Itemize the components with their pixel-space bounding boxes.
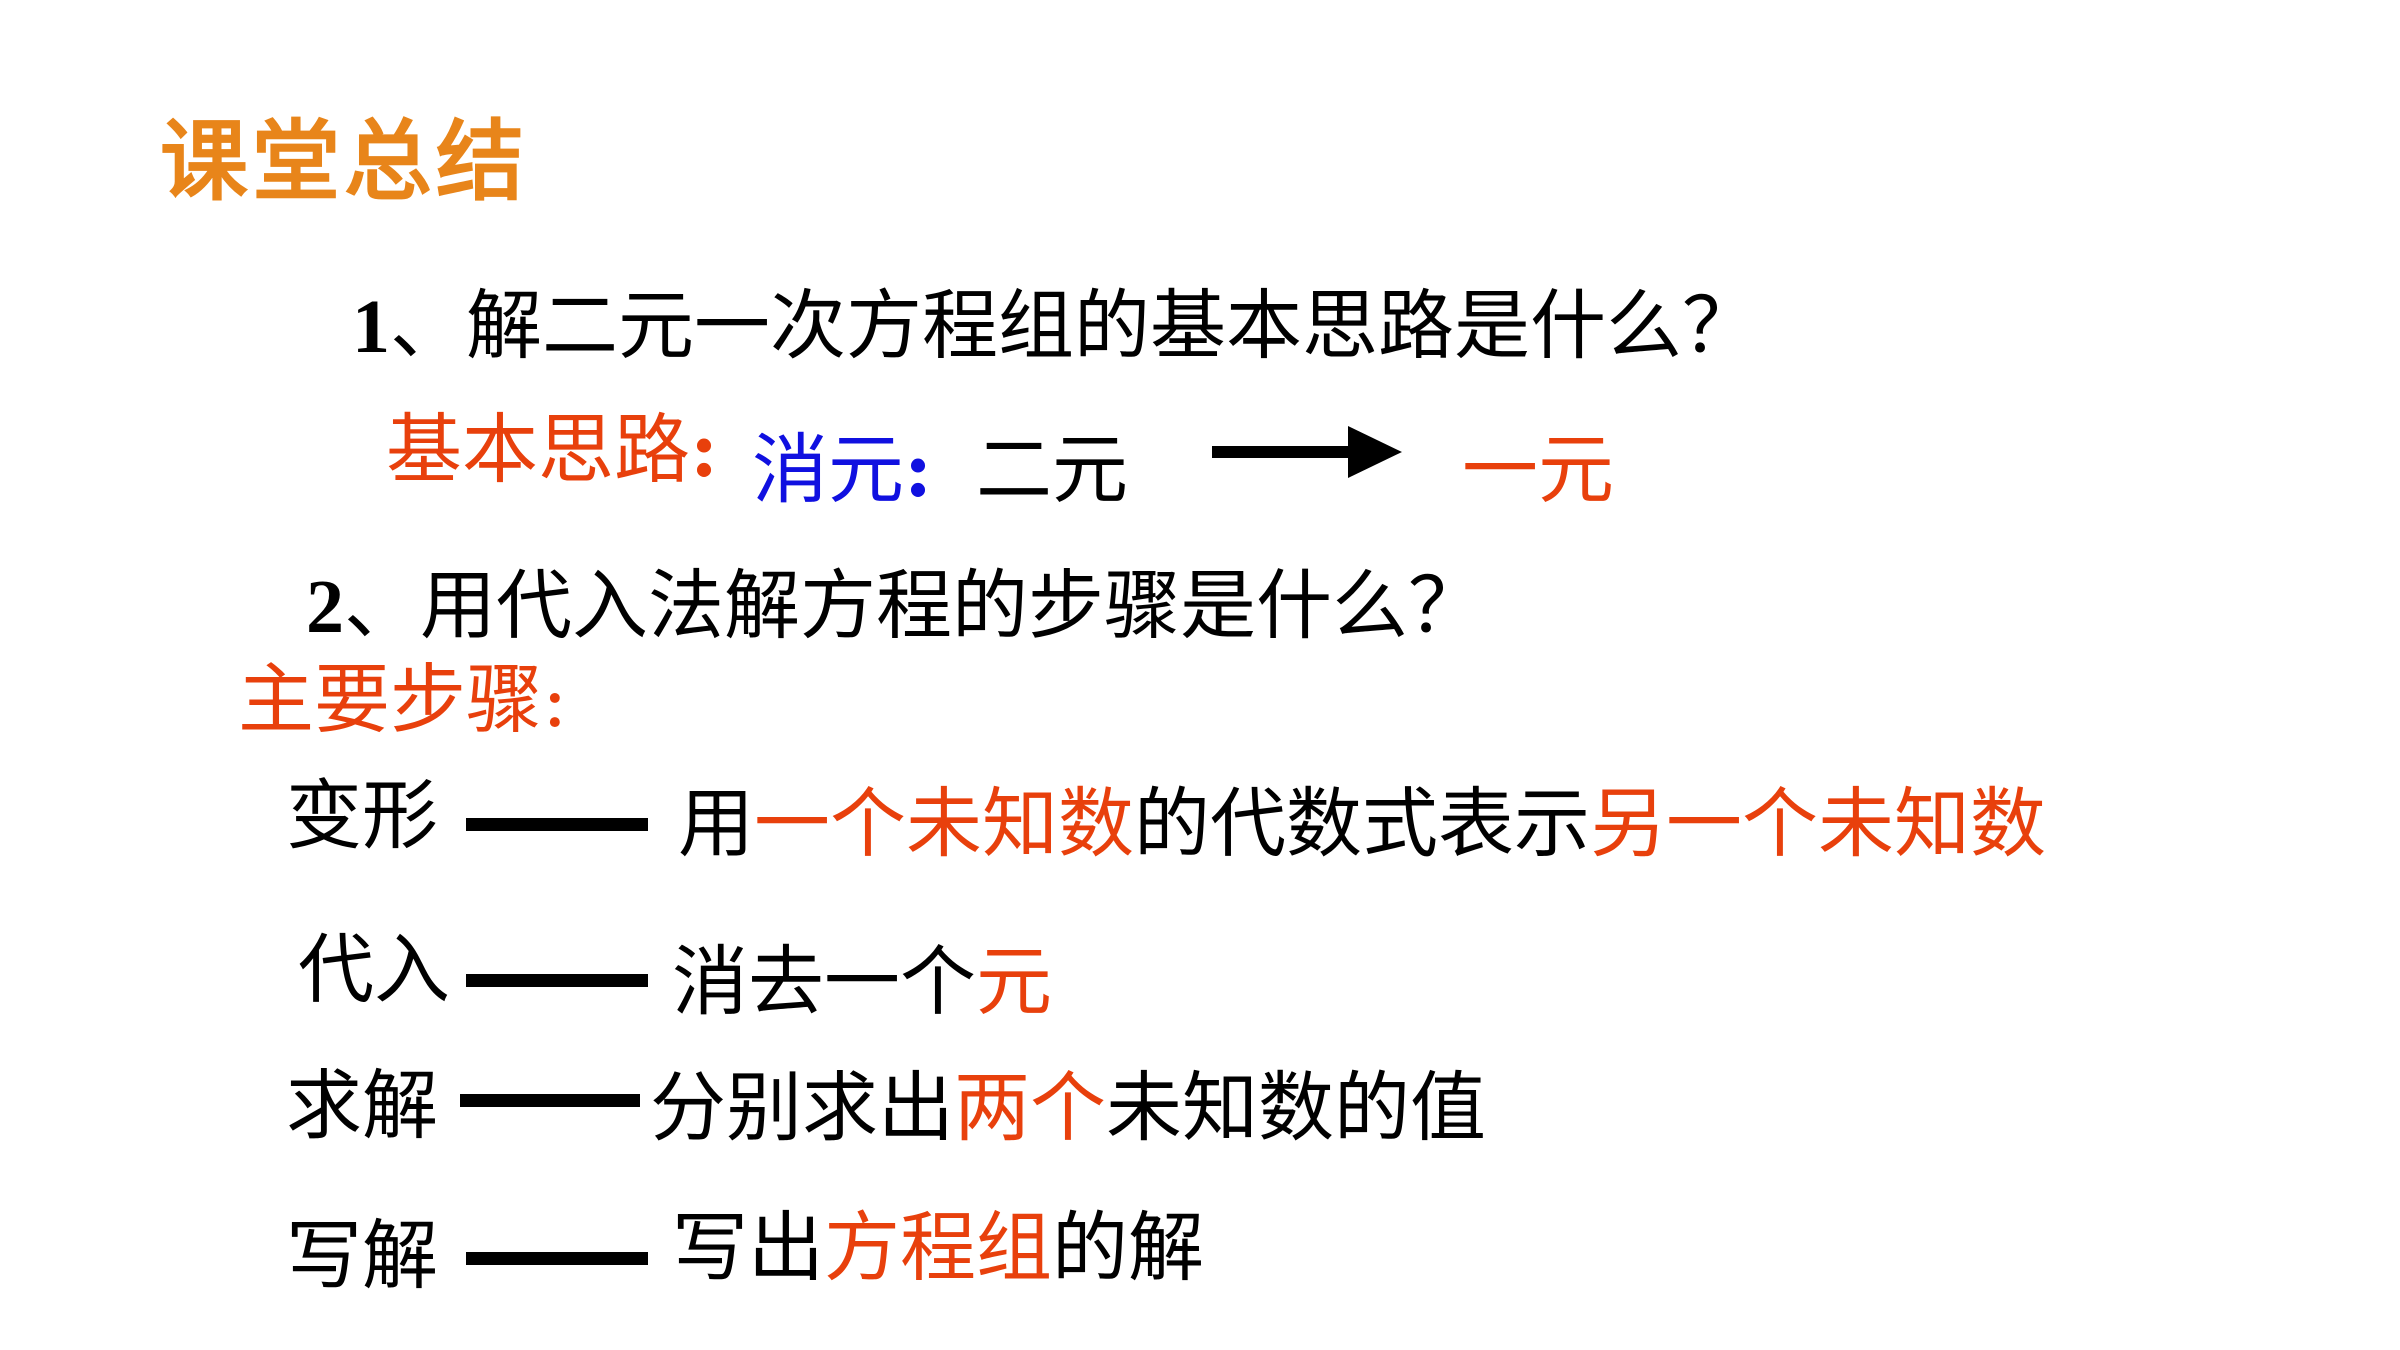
step-name-solve: 求解	[286, 1061, 438, 1150]
step-desc-segment: 元	[976, 937, 1052, 1026]
step-desc-segment: 消去一个	[672, 937, 976, 1026]
step-desc-segment: 写出	[672, 1203, 824, 1292]
step-desc-substitute: 消去一个元	[672, 944, 1052, 1020]
slide-title: 课堂总结	[160, 110, 529, 213]
step-dash	[460, 1094, 640, 1107]
question-2-number: 2	[306, 565, 344, 649]
step-desc-transform: 用一个未知数的代数式表示另一个未知数	[678, 786, 2046, 862]
main-steps-label: 主要步骤:	[238, 655, 568, 744]
step-desc-solve: 分别求出两个未知数的值	[650, 1070, 1486, 1146]
step-desc-segment: 一个未知数	[754, 779, 1134, 868]
step-dash	[466, 974, 648, 987]
step-dash	[466, 1252, 648, 1265]
step-desc-segment: 两个	[954, 1063, 1106, 1152]
two-variables-text: 二元	[976, 425, 1128, 514]
basic-idea-label-text: 基本思路	[386, 405, 690, 494]
elimination-text: 消元	[752, 425, 904, 514]
question-1-text: 、解二元一次方程组的基本思路是什么？	[390, 281, 1758, 370]
elimination-colon: :	[904, 425, 933, 514]
step-name-transform: 变形	[286, 771, 438, 860]
step-name-substitute: 代入	[298, 925, 450, 1014]
right-arrow-icon	[1212, 426, 1402, 478]
step-desc-segment: 的解	[1052, 1203, 1204, 1292]
question-2: 2、用代入法解方程的步骤是什么？	[306, 568, 1484, 646]
step-dash	[466, 818, 648, 831]
basic-idea-colon: :	[690, 405, 719, 494]
step-desc-segment: 的代数式表示	[1134, 779, 1590, 868]
step-desc-segment: 方程组	[824, 1203, 1052, 1292]
step-desc-segment: 用	[678, 779, 754, 868]
question-1-number: 1	[352, 285, 390, 369]
step-desc-segment: 另一个未知数	[1590, 779, 2046, 868]
one-variable-text: 一元	[1462, 425, 1614, 514]
step-desc-segment: 未知数的值	[1106, 1063, 1486, 1152]
step-desc-segment: 分别求出	[650, 1063, 954, 1152]
step-desc-write: 写出方程组的解	[672, 1210, 1204, 1286]
elimination-label: 消元:	[752, 432, 932, 508]
basic-idea-label: 基本思路:	[386, 412, 718, 488]
question-2-text: 、用代入法解方程的步骤是什么？	[344, 561, 1484, 650]
step-name-write: 写解	[286, 1211, 438, 1300]
question-1: 1、解二元一次方程组的基本思路是什么？	[352, 288, 1758, 366]
